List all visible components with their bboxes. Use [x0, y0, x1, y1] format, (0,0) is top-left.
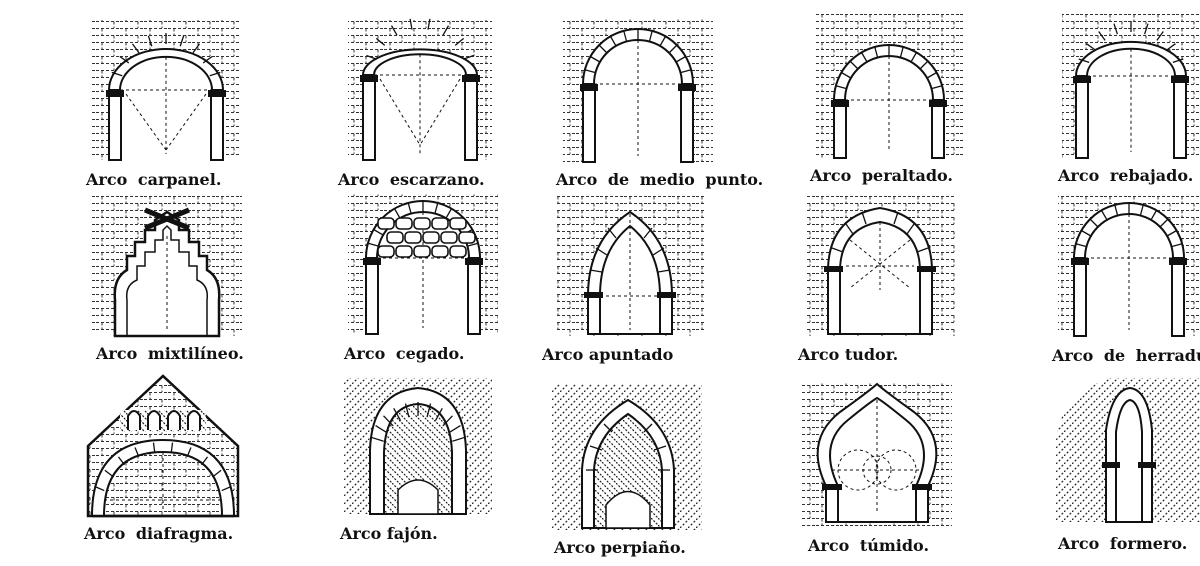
caption-perpiano: Arco perpiaño. — [554, 538, 686, 557]
caption-herradura: Arco de herradu — [1052, 346, 1200, 365]
caption-escarzano: Arco escarzano. — [338, 170, 485, 189]
arch-carpanel — [92, 20, 240, 161]
arch-diafragma — [86, 374, 240, 518]
arch-rebajado — [1062, 14, 1200, 159]
arch-apuntado — [555, 196, 705, 336]
arch-perpiano — [552, 384, 702, 530]
caption-mixtilineo: Arco mixtilíneo. — [96, 344, 244, 363]
arch-medio-punto — [563, 18, 713, 163]
caption-formero: Arco formero. — [1058, 534, 1188, 553]
caption-peraltado: Arco peraltado. — [810, 166, 953, 185]
arch-tumido — [802, 382, 952, 526]
caption-cegado: Arco cegado. — [344, 344, 465, 363]
caption-carpanel: Arco carpanel. — [86, 170, 222, 189]
caption-rebajado: Arco rebajado. — [1058, 166, 1194, 185]
caption-fajon: Arco fajón. — [340, 524, 438, 543]
arch-formero — [1056, 378, 1200, 523]
arch-cegado — [348, 194, 498, 335]
arch-tudor — [805, 196, 955, 336]
caption-tudor: Arco tudor. — [798, 345, 899, 364]
caption-tumido: Arco túmido. — [808, 536, 930, 555]
arch-mixtilineo — [92, 196, 242, 338]
arch-fajon — [344, 378, 492, 515]
caption-diafragma: Arco diafragma. — [84, 524, 234, 543]
arch-escarzano — [348, 18, 492, 161]
arch-peraltado — [815, 14, 963, 159]
caption-apuntado: Arco apuntado — [542, 345, 674, 364]
caption-medio-punto: Arco de medio punto. — [556, 170, 764, 189]
arch-herradura — [1058, 196, 1200, 337]
